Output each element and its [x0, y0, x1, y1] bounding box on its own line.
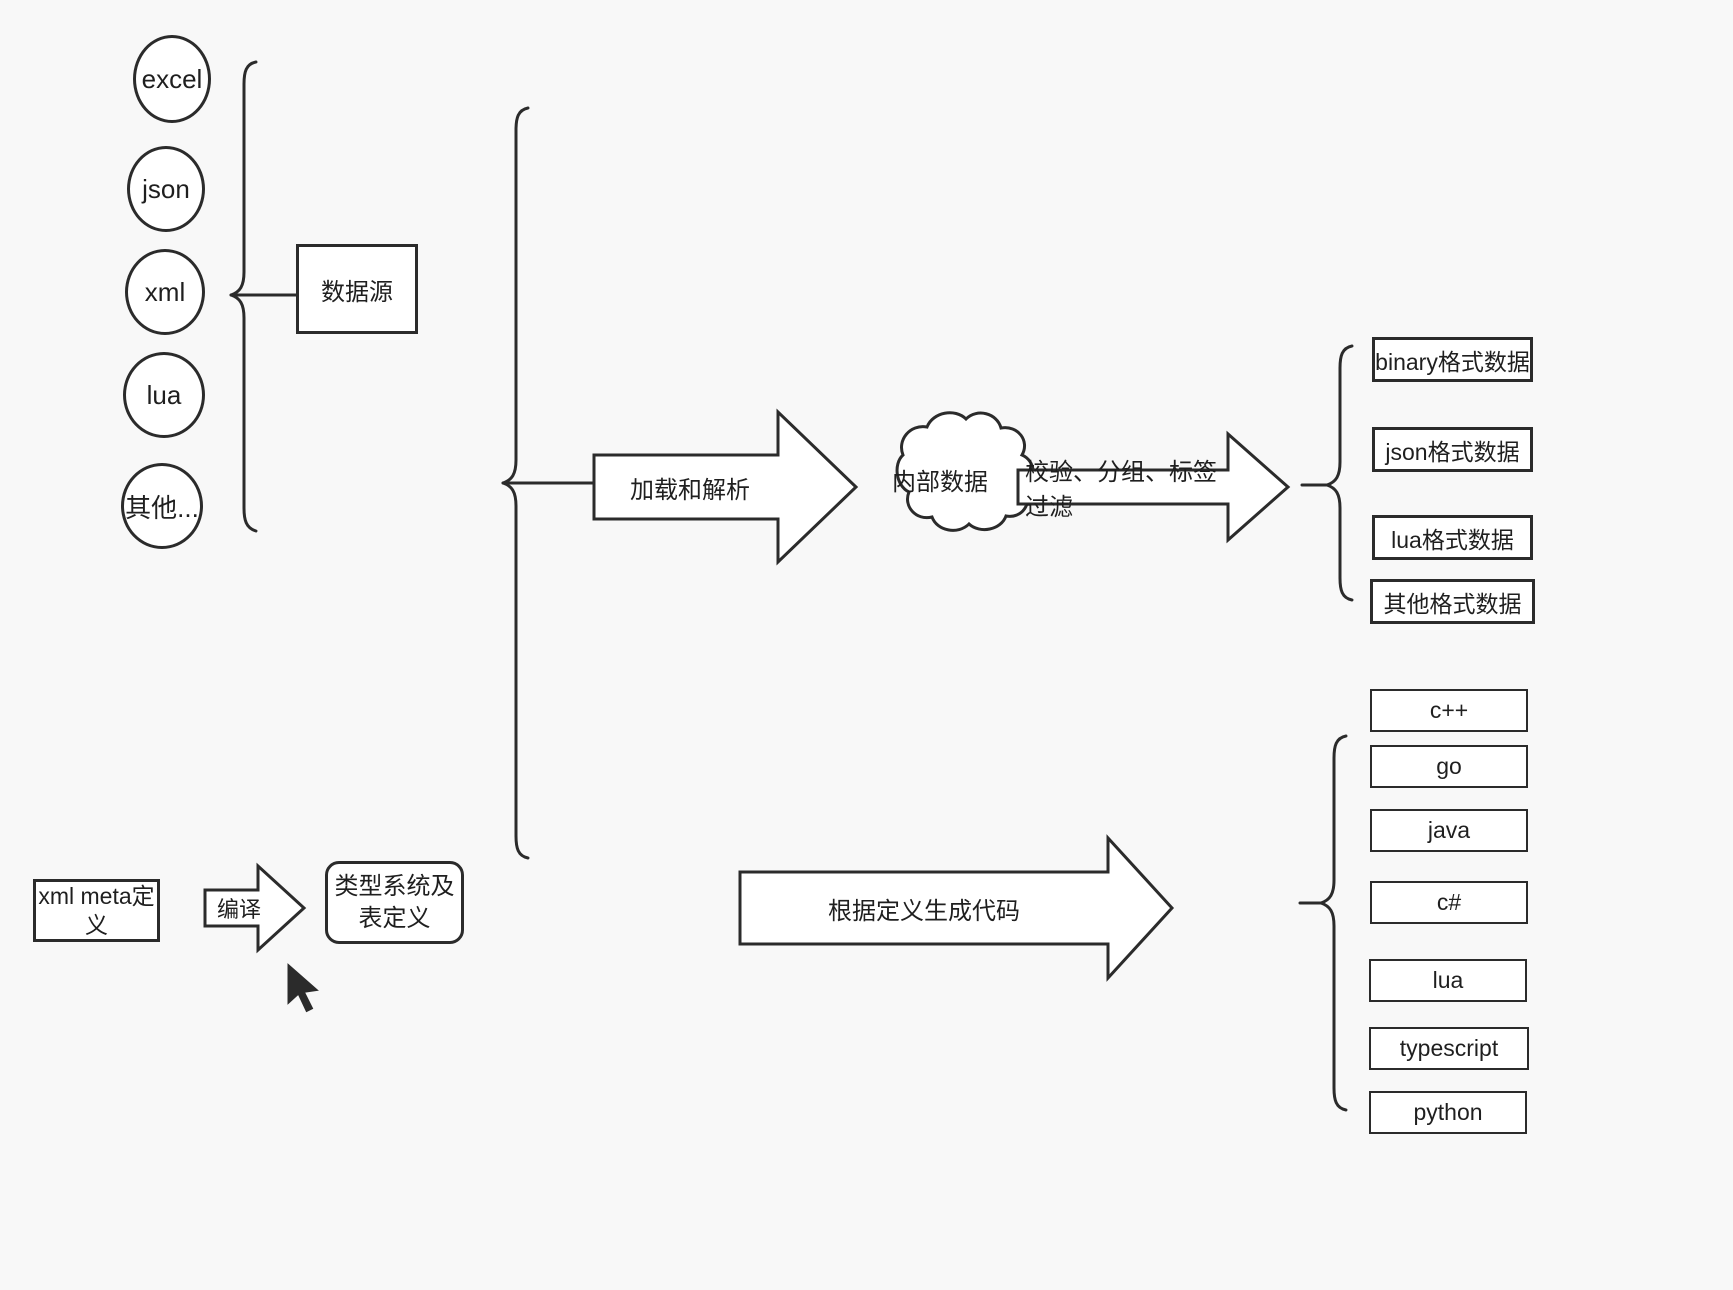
source-node-lua[interactable]: lua	[123, 352, 205, 438]
codegen-arrow	[738, 834, 1175, 982]
lang-label: c#	[1436, 889, 1462, 915]
source-label: xml	[144, 276, 186, 307]
source-node-other[interactable]: 其他...	[121, 463, 203, 549]
source-label: excel	[141, 63, 203, 94]
pipeline-input-brace	[501, 106, 598, 860]
lang-box-csharp[interactable]: c#	[1370, 881, 1528, 924]
output-label: json格式数据	[1385, 438, 1520, 465]
data-formats-brace	[1300, 344, 1354, 602]
lang-box-java[interactable]: java	[1370, 809, 1528, 852]
lang-label: c++	[1429, 697, 1469, 723]
lang-box-python[interactable]: python	[1369, 1091, 1527, 1134]
compile-arrow	[203, 862, 307, 954]
source-node-json[interactable]: json	[127, 146, 205, 232]
lang-box-typescript[interactable]: typescript	[1369, 1027, 1529, 1070]
source-label: 其他...	[125, 492, 199, 523]
lang-label: java	[1427, 817, 1471, 843]
output-box-other[interactable]: 其他格式数据	[1370, 579, 1535, 624]
output-label: binary格式数据	[1375, 348, 1530, 375]
languages-brace	[1298, 734, 1348, 1112]
output-label: lua格式数据	[1391, 526, 1514, 553]
lang-label: typescript	[1399, 1035, 1499, 1061]
lang-label: lua	[1432, 967, 1464, 993]
internal-data-cloud	[895, 411, 1035, 532]
output-box-lua[interactable]: lua格式数据	[1372, 515, 1533, 560]
type-system-label: 类型系统及表定义	[334, 873, 455, 932]
output-box-binary[interactable]: binary格式数据	[1372, 337, 1533, 382]
load-parse-arrow	[592, 408, 859, 566]
source-label: lua	[146, 379, 182, 410]
data-source-label: 数据源	[321, 278, 393, 306]
source-label: json	[142, 173, 190, 204]
lang-label: go	[1436, 753, 1462, 779]
lang-box-cpp[interactable]: c++	[1370, 689, 1528, 732]
lang-label: python	[1413, 1099, 1483, 1125]
type-system-box[interactable]: 类型系统及表定义	[325, 861, 464, 944]
source-node-excel[interactable]: excel	[133, 35, 211, 123]
source-node-xml[interactable]: xml	[125, 249, 205, 335]
mouse-cursor	[286, 960, 322, 1014]
output-box-json[interactable]: json格式数据	[1372, 427, 1533, 472]
output-label: 其他格式数据	[1383, 590, 1522, 617]
xml-meta-box[interactable]: xml meta定义	[33, 879, 160, 942]
xml-meta-label: xml meta定义	[38, 882, 155, 938]
data-source-box[interactable]: 数据源	[296, 244, 418, 334]
lang-box-lua[interactable]: lua	[1369, 959, 1527, 1002]
sources-brace	[229, 60, 298, 533]
filter-arrow	[1016, 430, 1291, 544]
lang-box-go[interactable]: go	[1370, 745, 1528, 788]
